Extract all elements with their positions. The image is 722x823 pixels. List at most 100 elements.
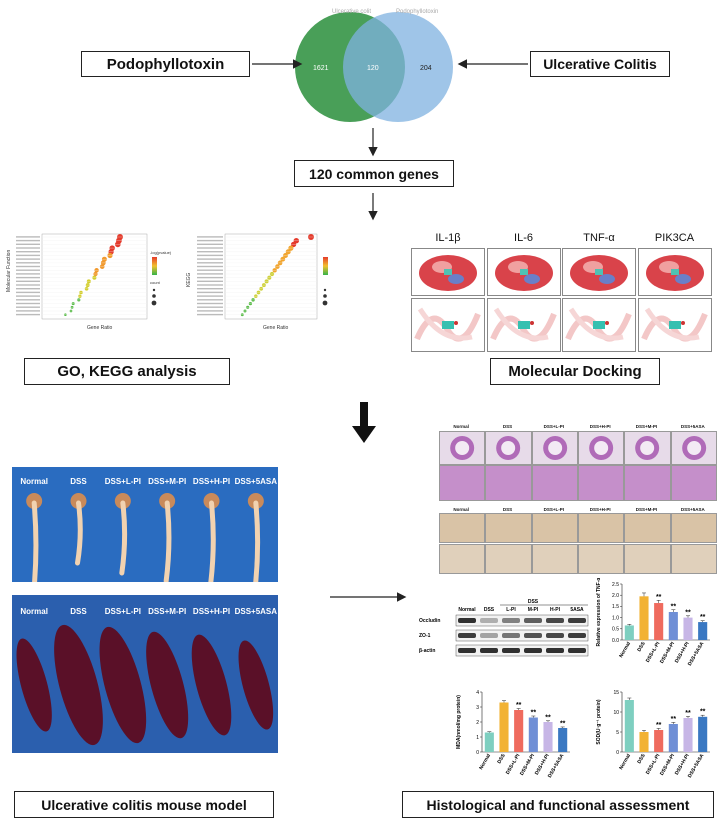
y-tick-label: 15	[613, 690, 619, 696]
bar	[683, 718, 693, 752]
colon-tissue	[253, 500, 261, 582]
y-tick-label: 2	[476, 720, 479, 726]
wb-band	[480, 618, 498, 623]
he-lowmag-image	[670, 431, 717, 465]
he-group-label: DSS+H-PI	[589, 424, 611, 429]
ihc-image-top	[670, 513, 717, 543]
spleen-group-label: DSS+L-PI	[104, 607, 141, 616]
significance-label: **	[656, 594, 662, 601]
wb-band	[568, 648, 586, 653]
spleen	[146, 631, 189, 739]
docking-target-label: TNF-α	[583, 232, 615, 244]
colon-tissue	[208, 500, 216, 582]
wb-band	[524, 633, 542, 638]
y-tick-label: 10	[613, 710, 619, 716]
docking-ribbon-image	[562, 298, 636, 352]
bar	[558, 728, 568, 752]
wb-lane-label: M-PI	[528, 607, 539, 613]
colon-tissue	[163, 500, 172, 582]
wb-row-label: β-actin	[419, 648, 435, 654]
wb-band	[546, 648, 564, 653]
y-tick-label: 1.5	[612, 604, 619, 610]
spleen	[99, 626, 147, 744]
ihc-image-bottom	[485, 544, 532, 574]
kegg-term-label	[197, 299, 223, 301]
ihc-image-top	[485, 513, 532, 543]
category-label: DSS	[496, 752, 507, 764]
bar	[484, 732, 494, 752]
docking-surface-image	[637, 248, 712, 296]
kegg-term-label	[197, 239, 223, 242]
kegg-ylabel: KEGG	[186, 272, 192, 287]
ihc-image-bottom	[578, 544, 625, 574]
kegg-term-label	[197, 313, 223, 316]
docking-ribbon-image	[637, 298, 712, 352]
histology-box: Histological and functional assessment	[402, 791, 714, 818]
colon-group-label: DSS+L-PI	[104, 477, 141, 486]
kegg-term-label	[197, 295, 223, 297]
go-term-label	[16, 299, 40, 301]
go-term-label	[16, 302, 40, 305]
arrow-to-assessment	[330, 592, 407, 602]
go-term-label	[16, 276, 40, 279]
docking-target-label: IL-1β	[435, 232, 461, 244]
category-label: Normal	[478, 752, 492, 770]
y-tick-label: 0.0	[612, 638, 619, 644]
category-label: DSS	[636, 640, 647, 652]
go-kegg-box: GO, KEGG analysis	[24, 358, 230, 385]
wb-lane-label: L-PI	[506, 607, 516, 613]
spleen-group-label: DSS	[70, 607, 87, 616]
common-genes-box: 120 common genes	[294, 160, 454, 187]
wb-band	[458, 618, 476, 623]
venn-right-count: 204	[420, 65, 432, 72]
ihc-group-label: DSS+M-PI	[635, 507, 658, 512]
wb-lane-label: 5ASA	[570, 607, 584, 613]
bar	[683, 617, 693, 640]
go-xlabel: Gene Ratio	[87, 325, 113, 331]
he-highmag-image	[531, 465, 578, 501]
bar	[654, 730, 664, 752]
wb-membrane	[455, 629, 589, 642]
go-term-label	[16, 239, 40, 242]
he-highmag-image	[624, 465, 671, 501]
kegg-term-label	[197, 302, 223, 305]
colon-group-label: DSS+M-PI	[148, 477, 187, 486]
kegg-term-label	[197, 291, 223, 294]
significance-label: **	[671, 603, 677, 610]
ihc-image-bottom	[531, 544, 578, 574]
he-highmag-image	[578, 465, 625, 501]
wb-band	[524, 648, 542, 653]
kegg-term-label	[197, 251, 223, 253]
wb-band	[502, 648, 520, 653]
wb-band	[480, 633, 498, 638]
significance-label: **	[545, 714, 551, 721]
colon-group-label: DSS+5ASA	[234, 477, 278, 486]
wb-band	[524, 618, 542, 623]
y-tick-label: 0.5	[612, 627, 619, 633]
kegg-term-label	[197, 243, 223, 245]
category-label: DSS	[636, 752, 647, 764]
spleen-group-label: DSS+5ASA	[234, 607, 278, 616]
docking-surface-image	[562, 248, 636, 296]
y-axis-label: SOD(U·g⁻¹ protein)	[596, 699, 602, 744]
ihc-image-top	[624, 513, 671, 543]
docking-surface-image	[411, 248, 485, 296]
kegg-term-label	[197, 284, 223, 286]
he-lowmag-image	[485, 431, 532, 465]
go-count-title: count	[150, 280, 161, 285]
wb-membrane	[455, 614, 589, 627]
he-lowmag-image	[578, 431, 625, 465]
y-axis-label: MDA(nmol/mg protein)	[456, 695, 462, 749]
y-tick-label: 4	[476, 690, 479, 696]
wb-band	[458, 633, 476, 638]
kegg-term-label	[197, 269, 223, 271]
significance-label: **	[516, 702, 522, 709]
colon-tissue	[119, 500, 128, 576]
significance-label: **	[700, 614, 706, 621]
